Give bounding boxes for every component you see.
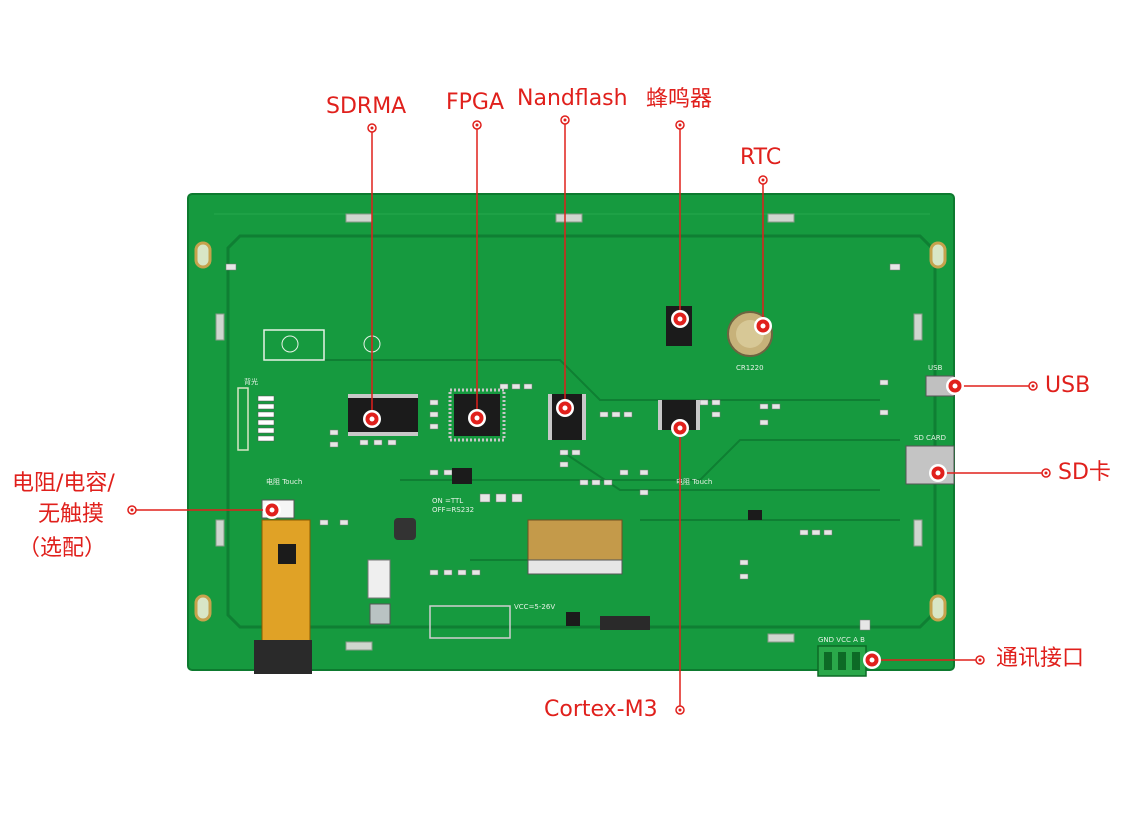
label-buzzer: 蜂鸣器 [646,87,713,112]
label-nandflash: Nandflash [517,86,628,111]
label-touch-line3: （选配） [18,536,107,561]
marker-fpga [468,409,486,427]
component-markers [263,310,964,669]
label-touch-line1: 电阻/电容/ [12,471,115,496]
marker-rtc [754,317,772,335]
silk-ttl-line2: OFF=RS232 [432,506,474,514]
marker-buzzer [671,310,689,328]
label-rtc: RTC [740,145,782,170]
silk-terminal: GND VCC A B [818,636,865,644]
label-fpga: FPGA [446,90,505,115]
silk-battery: CR1220 [736,364,764,372]
marker-nandflash [556,399,574,417]
silk-touch-left: 电阻 Touch [266,477,302,486]
label-touch-line2: 无触摸 [38,502,105,527]
label-comm-port: 通讯接口 [996,646,1085,671]
marker-usb [946,377,964,395]
silk-usb: USB [928,364,943,372]
marker-touch [263,501,281,519]
label-cortex: Cortex-M3 [544,697,658,722]
marker-comm-port [863,651,881,669]
silk-ttl-line1: ON =TTL [432,497,463,505]
leader-lines [132,120,1046,710]
label-sd-card: SD卡 [1058,460,1111,485]
marker-sdram [363,410,381,428]
marker-cortex [671,419,689,437]
label-usb: USB [1045,373,1091,398]
label-sdram: SDRMA [326,94,407,119]
pcb-board: ON =TTL OFF=RS232 VCC=5-26V SD CARD USB … [187,193,955,677]
silk-lcd: 背光 [244,377,258,386]
silk-touch-right: 电阻 Touch [676,477,712,486]
silk-sd-card: SD CARD [914,434,946,442]
marker-sd-card [929,464,947,482]
silk-vcc: VCC=5-26V [514,603,555,611]
